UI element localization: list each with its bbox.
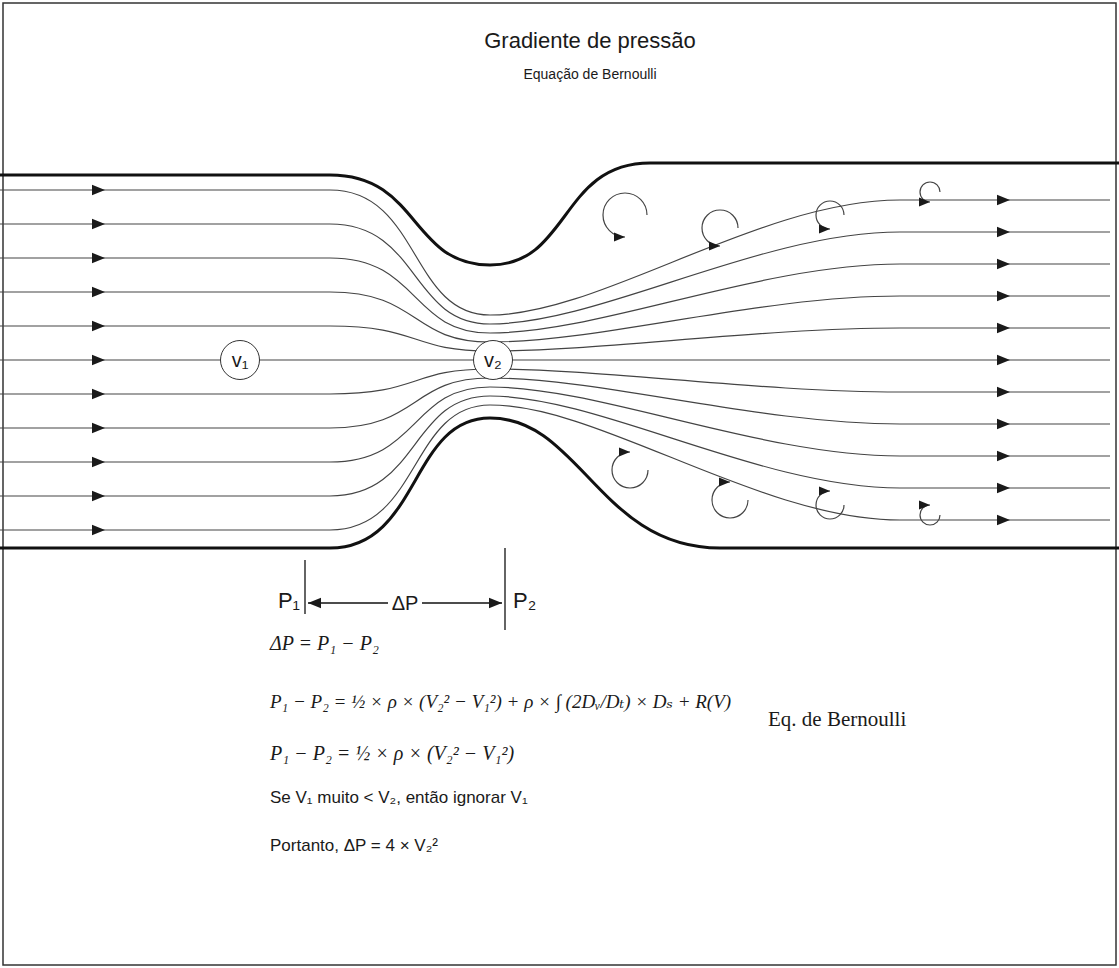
equation-name: Eq. de Bernoulli [768, 707, 906, 732]
subtitle: Equação de Bernoulli [523, 66, 656, 82]
pressure-markers [305, 548, 505, 630]
streamlines [0, 190, 1110, 530]
vortices [603, 182, 940, 525]
diagram-title: Gradiente de pressão [484, 28, 696, 54]
frame [3, 3, 1116, 965]
lower-wall [0, 418, 1119, 548]
pressure-label: P₂ [513, 588, 536, 614]
velocity-circle: v₁ [220, 340, 260, 380]
upper-wall [0, 163, 1119, 265]
equation: P₁ − P₂ = ½ × ρ × (V₂² − V₁²) [270, 742, 514, 765]
pressure-label: P₁ [278, 588, 300, 614]
equation: P₁ − P₂ = ½ × ρ × (V₂² − V₁²) + ρ × ∫ (2… [270, 690, 731, 713]
velocity-circle: v₂ [473, 340, 513, 380]
node-text: v₂ [484, 349, 502, 372]
delta-label: ΔP [388, 592, 423, 615]
node-text: v₁ [232, 349, 249, 372]
note-text: Portanto, ΔP = 4 × V₂² [270, 836, 438, 856]
equation: ΔP = P₁ − P₂ [270, 632, 379, 655]
note-text: Se V₁ muito < V₂, então ignorar V₁ [270, 788, 528, 808]
